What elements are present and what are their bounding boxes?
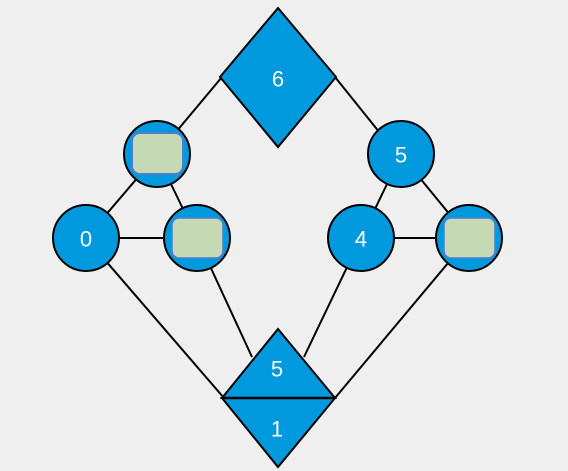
node-circle-four-label: 4 [355, 227, 367, 252]
edge-right-inner-to-bottom [334, 237, 470, 399]
node-bottom-triangle-up-label: 5 [271, 357, 283, 382]
node-circle-four: 4 [327, 204, 395, 272]
node-bottom-triangle-down-label: 1 [271, 417, 283, 442]
node-circle-five: 5 [367, 120, 435, 188]
node-circle-zero-label: 0 [80, 227, 92, 252]
node-top-diamond-label: 6 [272, 67, 284, 92]
node-left-top-circle [123, 120, 191, 188]
placeholder-box-left-top [131, 132, 184, 175]
node-bottom-composite: 5 1 [219, 327, 338, 469]
node-circle-zero: 0 [52, 204, 120, 272]
node-circle-five-label: 5 [395, 143, 407, 168]
placeholder-box-left-inner [171, 217, 224, 259]
node-left-inner-circle [163, 204, 231, 272]
placeholder-box-right-inner [443, 217, 496, 259]
edge-diamond-to-right-five [334, 76, 385, 139]
edge-zero-to-bottom [85, 237, 225, 399]
node-top-diamond: 6 [218, 6, 338, 149]
node-right-inner-circle [435, 204, 503, 272]
